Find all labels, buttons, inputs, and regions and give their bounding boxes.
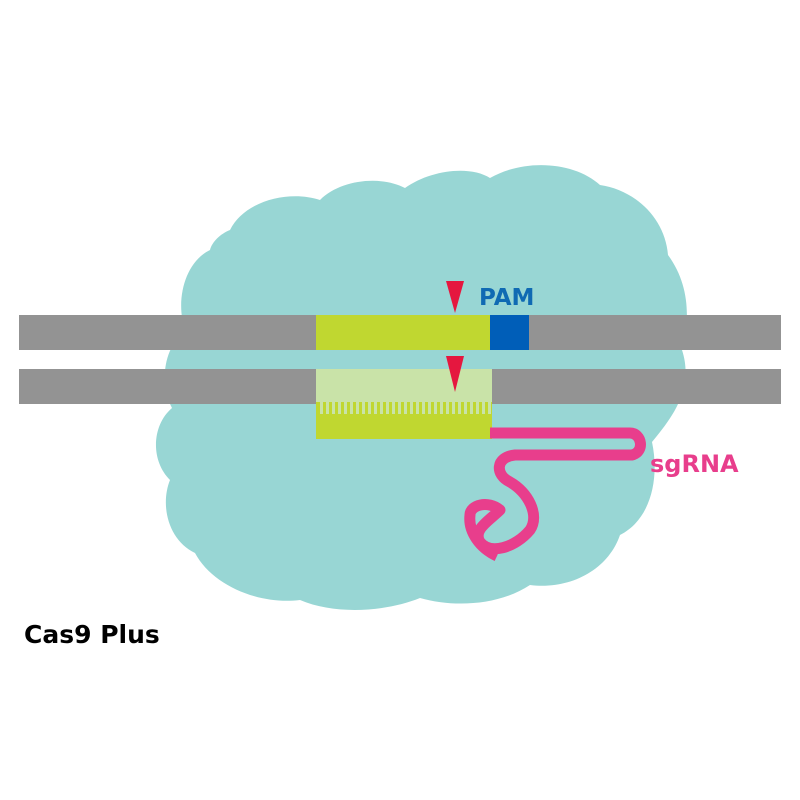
sgrna-label: sgRNA (650, 450, 739, 478)
base-pair-tick (374, 402, 377, 414)
diagram-caption: Cas9 Plus (24, 620, 160, 649)
target-region-top (316, 315, 492, 350)
base-pair-tick (350, 402, 353, 414)
dna-top-strand-left (19, 315, 319, 350)
base-pair-tick (440, 402, 443, 414)
base-pair-tick (356, 402, 359, 414)
base-pair-tick (398, 402, 401, 414)
base-pair-tick (482, 402, 485, 414)
dna-bottom-strand-right (490, 369, 781, 404)
base-pair-tick (410, 402, 413, 414)
base-pair-tick (464, 402, 467, 414)
base-pair-tick (452, 402, 455, 414)
cut-site-bottom-marker (446, 356, 464, 392)
base-pair-tick (386, 402, 389, 414)
cut-site-top-marker (446, 281, 464, 313)
base-pairing-ticks (320, 402, 491, 414)
dna-top-strand-right (528, 315, 781, 350)
base-pair-tick (368, 402, 371, 414)
base-pair-tick (338, 402, 341, 414)
base-pair-tick (476, 402, 479, 414)
pam-box (490, 315, 529, 350)
base-pair-tick (332, 402, 335, 414)
pam-label: PAM (479, 285, 534, 311)
base-pair-tick (434, 402, 437, 414)
base-pair-tick (320, 402, 323, 414)
base-pair-tick (422, 402, 425, 414)
base-pair-tick (392, 402, 395, 414)
base-pair-tick (362, 402, 365, 414)
base-pair-tick (416, 402, 419, 414)
base-pair-tick (470, 402, 473, 414)
target-region-bottom (316, 369, 492, 404)
base-pair-tick (404, 402, 407, 414)
base-pair-tick (446, 402, 449, 414)
base-pair-tick (488, 402, 491, 414)
base-pair-tick (458, 402, 461, 414)
base-pair-tick (326, 402, 329, 414)
base-pair-tick (428, 402, 431, 414)
dna-bottom-strand-left (19, 369, 319, 404)
base-pair-tick (344, 402, 347, 414)
base-pair-tick (380, 402, 383, 414)
sgrna-strand (464, 427, 646, 561)
